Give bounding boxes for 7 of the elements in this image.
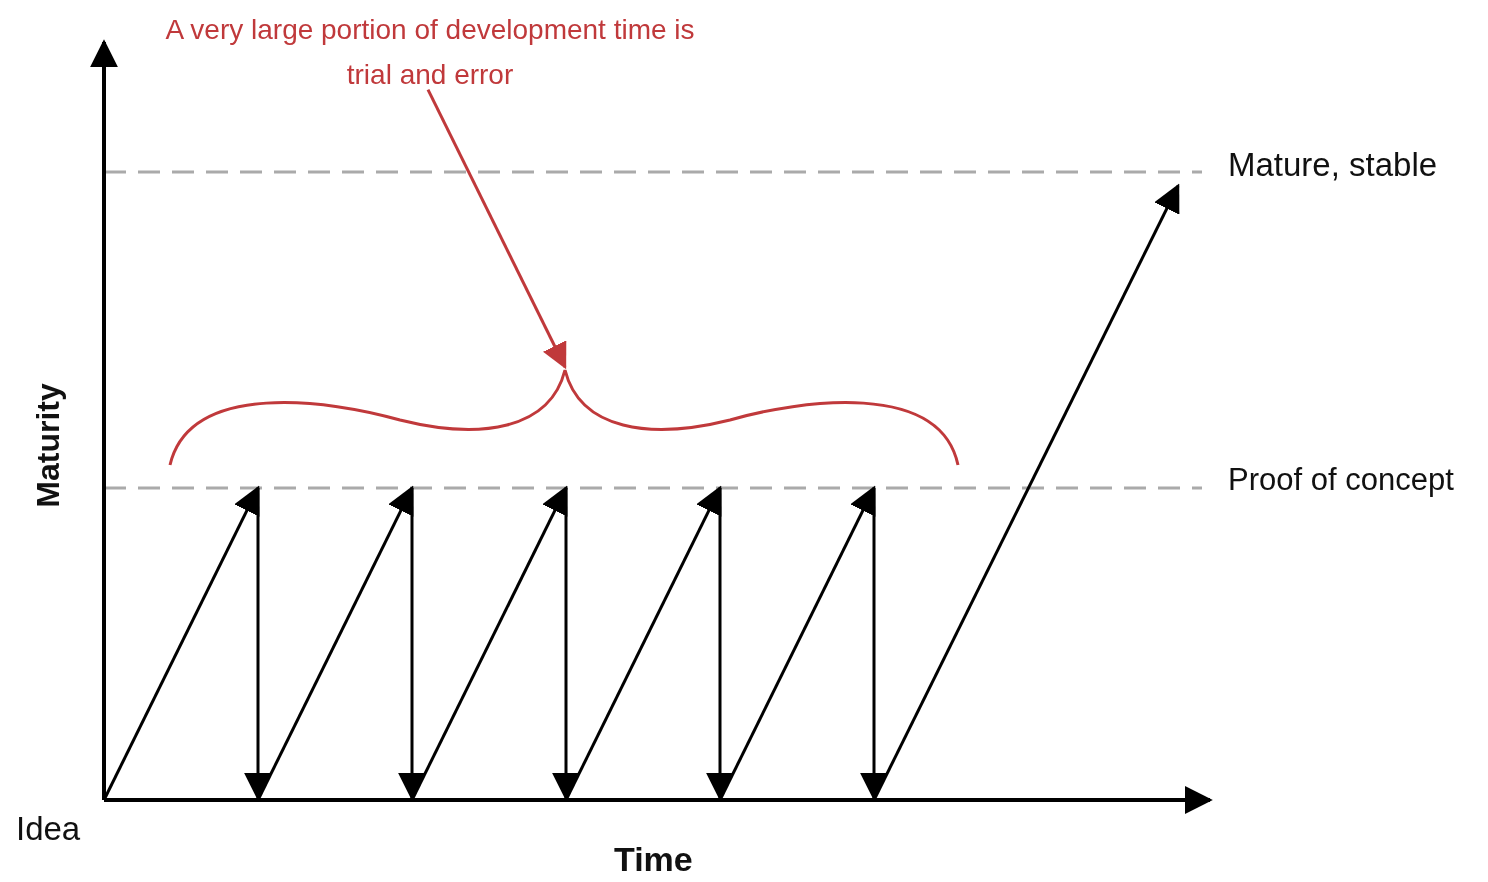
axis-title: Time xyxy=(614,840,693,879)
annotation-text: A very large portion of development time is trial and error xyxy=(150,8,710,98)
axis-title: Maturity xyxy=(29,382,67,508)
level-label: Proof of concept xyxy=(1228,462,1454,498)
leader-arrow xyxy=(426,88,567,370)
origin-label: Idea xyxy=(16,810,81,848)
level-label: Mature, stable xyxy=(1228,146,1438,184)
